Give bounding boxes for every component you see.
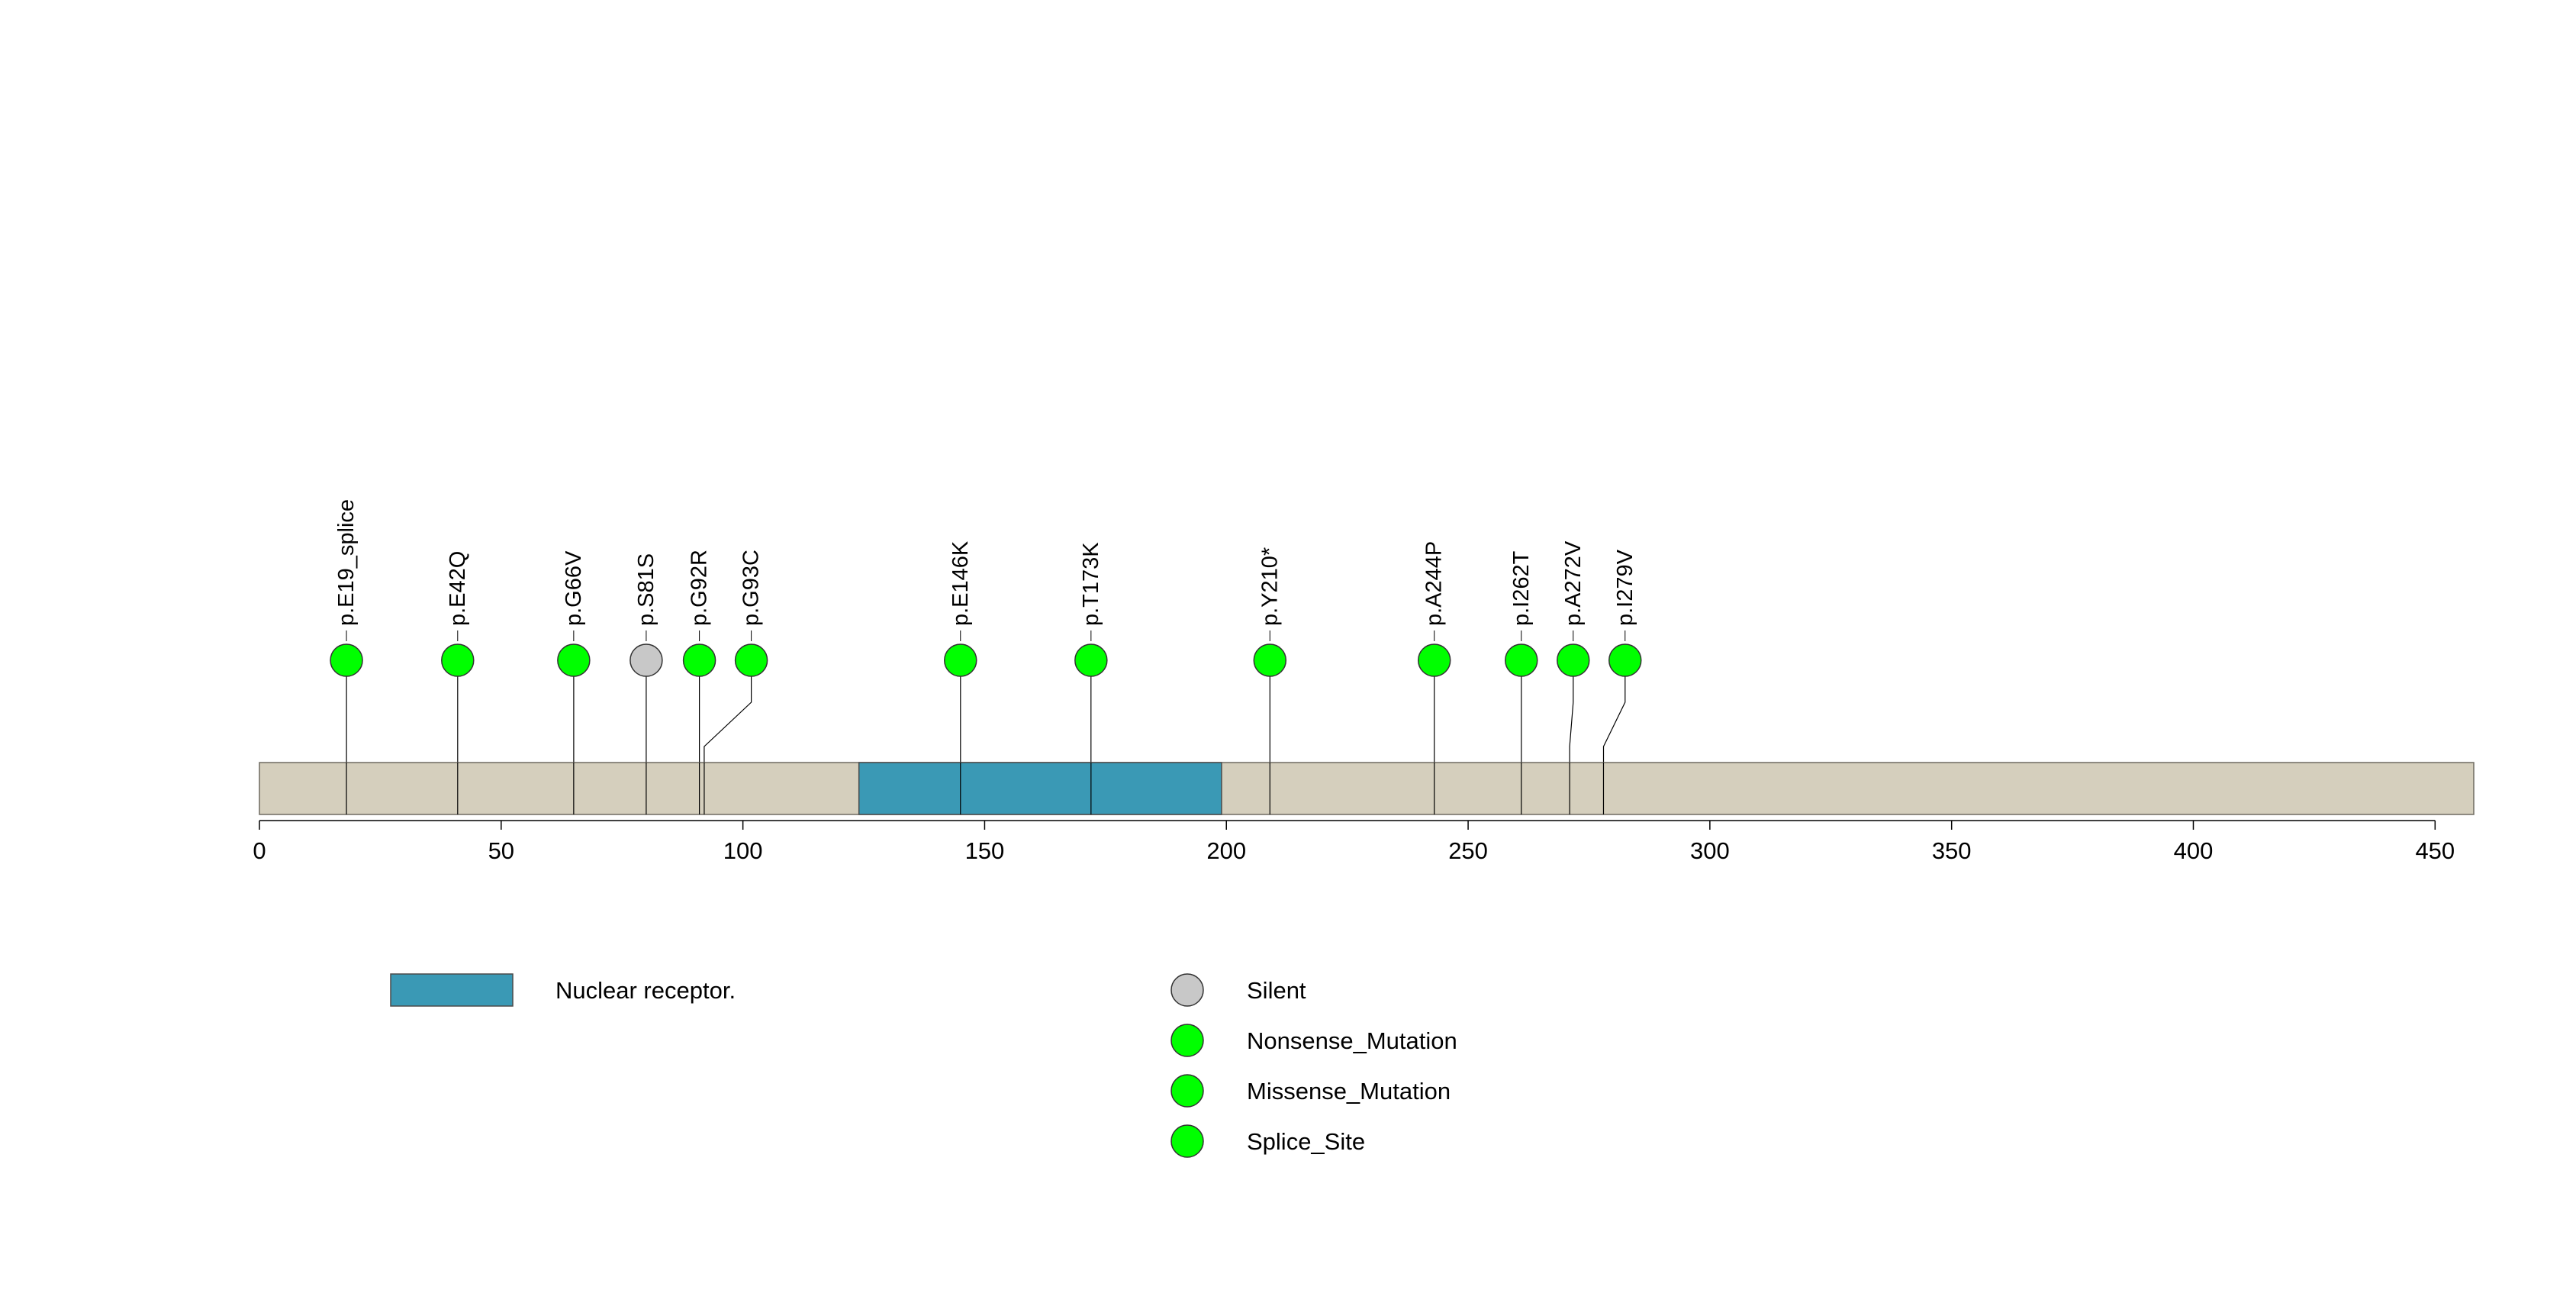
mutation-marker xyxy=(1608,643,1642,677)
stems-over-domain xyxy=(346,763,1605,814)
mutation-label: p.G93C xyxy=(739,550,764,626)
mutation-label: p.E42Q xyxy=(446,551,470,626)
mutation-marker xyxy=(330,643,363,677)
mutation-marker xyxy=(1074,643,1108,677)
mutation-label: p.E146K xyxy=(948,540,973,626)
mutation-label: p.E19_splice xyxy=(334,499,359,626)
legend-mutation-label: Silent xyxy=(1247,977,1306,1004)
x-tick-label: 150 xyxy=(965,837,1005,864)
legend: Nuclear receptor. SilentNonsense_Mutation… xyxy=(390,973,1457,1158)
x-tick-label: 350 xyxy=(1932,837,1972,864)
x-tick-label: 450 xyxy=(2415,837,2455,864)
mutation-marker xyxy=(682,643,716,677)
x-tick-label: 50 xyxy=(488,837,514,864)
mutation-label: p.S81S xyxy=(634,553,658,626)
legend-mutation-swatch xyxy=(1170,1024,1204,1057)
mutation-marker xyxy=(734,643,768,677)
mutation-label: p.I262T xyxy=(1509,550,1534,626)
x-tick-label: 200 xyxy=(1206,837,1246,864)
x-tick-label: 100 xyxy=(723,837,763,864)
mutation-labels: p.E19_splice p.E42Q p.G66V p.S81S p.G92R p.G9… xyxy=(334,499,1637,641)
legend-mutation-label: Nonsense_Mutation xyxy=(1247,1027,1457,1054)
mutation-label: p.Y210* xyxy=(1257,547,1282,626)
legend-mutation-swatch xyxy=(1170,1124,1204,1158)
mutation-label: p.G66V xyxy=(562,550,586,626)
mutation-marker xyxy=(557,643,591,677)
mutation-marker xyxy=(1557,643,1590,677)
mutation-marker xyxy=(944,643,977,677)
protein-backbone xyxy=(259,762,2475,815)
x-axis: 0 50 100 150 200 250 300 350 400 450 xyxy=(253,820,2455,864)
mutation-marker xyxy=(1505,643,1538,677)
legend-mutation-swatch xyxy=(1170,1074,1204,1108)
mutation-markers xyxy=(330,643,1642,677)
x-tick-label: 250 xyxy=(1448,837,1488,864)
legend-mutation-label: Splice_Site xyxy=(1247,1128,1365,1155)
mutation-label: p.I279V xyxy=(1613,549,1637,626)
mutation-marker xyxy=(1253,643,1287,677)
domain-block xyxy=(858,762,1222,815)
mutation-label: p.T173K xyxy=(1079,542,1103,626)
x-tick-label: 300 xyxy=(1690,837,1730,864)
x-tick-label: 400 xyxy=(2174,837,2214,864)
domain-blocks xyxy=(858,762,1222,815)
mutation-label: p.A272V xyxy=(1561,540,1586,626)
legend-mutation-label: Missense_Mutation xyxy=(1247,1078,1451,1105)
mutation-marker xyxy=(630,643,663,677)
legend-domain-swatch xyxy=(390,973,514,1007)
legend-domain-label: Nuclear receptor. xyxy=(555,977,736,1004)
mutation-label: p.G92R xyxy=(687,550,712,626)
x-tick-label: 0 xyxy=(253,837,266,864)
legend-mutation-swatch xyxy=(1170,973,1204,1007)
mutation-marker xyxy=(441,643,475,677)
mutation-marker xyxy=(1417,643,1451,677)
mutation-label: p.A244P xyxy=(1422,541,1447,626)
